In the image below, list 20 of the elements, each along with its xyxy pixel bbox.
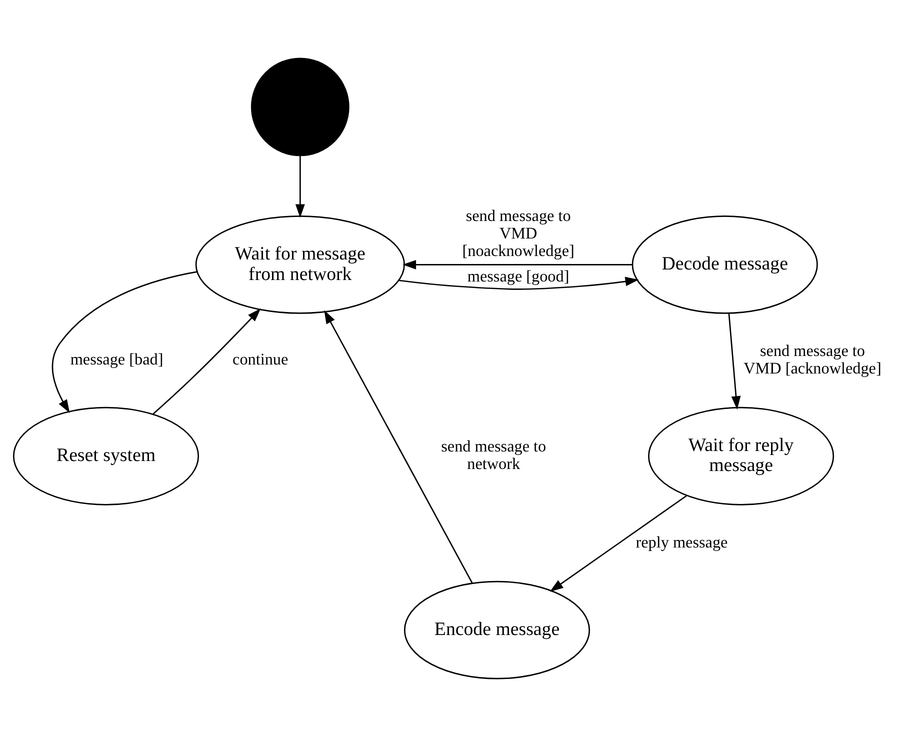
edge-label: message [bad]	[70, 351, 164, 368]
arrow	[398, 276, 639, 290]
arrow	[550, 494, 688, 592]
arrow	[152, 308, 261, 414]
arrow	[52, 270, 198, 413]
node-circle	[250, 57, 350, 156]
arrow	[295, 155, 305, 218]
arrow	[324, 310, 473, 583]
node-ellipse: Reset system	[12, 406, 200, 505]
node-ellipse: Wait for reply message	[648, 406, 834, 505]
edge-label: send message to VMD [noacknowledge]	[462, 207, 574, 260]
arrow	[728, 312, 741, 410]
edge-label: send message to VMD [acknowledge]	[744, 342, 882, 377]
edge-label: continue	[232, 351, 288, 368]
node-ellipse: Wait for message from network	[195, 214, 405, 314]
arrow	[402, 259, 632, 269]
edge-label: reply message	[636, 534, 728, 551]
node-ellipse: Decode message	[632, 214, 818, 314]
edge-label: message [good]	[467, 268, 570, 286]
edge-label: send message to network	[441, 438, 546, 473]
